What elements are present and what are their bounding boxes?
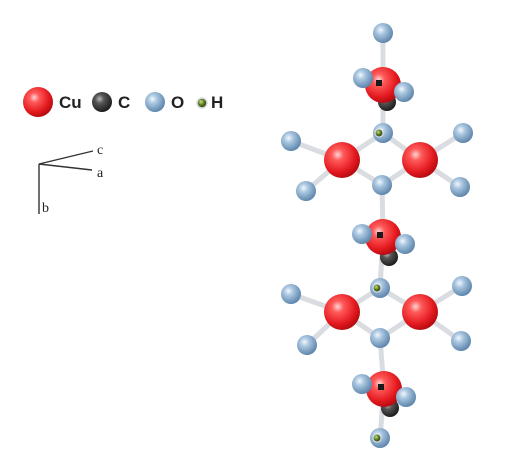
cu-atom (365, 67, 401, 103)
legend: Cu C O H (23, 87, 223, 117)
axis-a-line (38, 163, 93, 171)
axes-indicator: c a b (38, 143, 104, 216)
atoms (281, 23, 473, 448)
axis-c-line (38, 150, 94, 165)
h-legend-icon (196, 97, 208, 109)
o-atom (394, 82, 414, 102)
o-atom (297, 335, 317, 355)
h-atom (374, 128, 384, 138)
cu-atom (402, 294, 438, 330)
axis-label-a: a (97, 166, 104, 181)
o-atom (281, 284, 301, 304)
o-atom (352, 374, 372, 394)
legend-label-o: O (171, 93, 184, 112)
legend-label-h: H (211, 93, 223, 112)
o-legend-icon (145, 92, 165, 112)
o-atom (395, 234, 415, 254)
o-atom (453, 123, 473, 143)
o-atom (452, 276, 472, 296)
cu-legend-icon (23, 87, 53, 117)
c-atom-marker (378, 384, 384, 390)
c-atom-marker (376, 80, 382, 86)
o-atom (296, 181, 316, 201)
o-atom (281, 131, 301, 151)
molecular-structure (281, 23, 473, 448)
cu-atom (402, 142, 438, 178)
h-atom (372, 283, 382, 293)
o-atom (396, 387, 416, 407)
c-atom-marker (377, 232, 383, 238)
cu-atom (324, 142, 360, 178)
o-atom (352, 224, 372, 244)
cu-atom (324, 294, 360, 330)
h-atom (372, 433, 382, 443)
o-atom (372, 175, 392, 195)
legend-label-c: C (118, 93, 130, 112)
axis-label-c: c (97, 143, 103, 158)
o-atom (373, 23, 393, 43)
o-atom (353, 68, 373, 88)
o-atom (451, 331, 471, 351)
axis-label-b: b (42, 201, 49, 216)
legend-label-cu: Cu (59, 93, 82, 112)
o-atom (450, 177, 470, 197)
c-legend-icon (92, 92, 112, 112)
o-atom (370, 328, 390, 348)
